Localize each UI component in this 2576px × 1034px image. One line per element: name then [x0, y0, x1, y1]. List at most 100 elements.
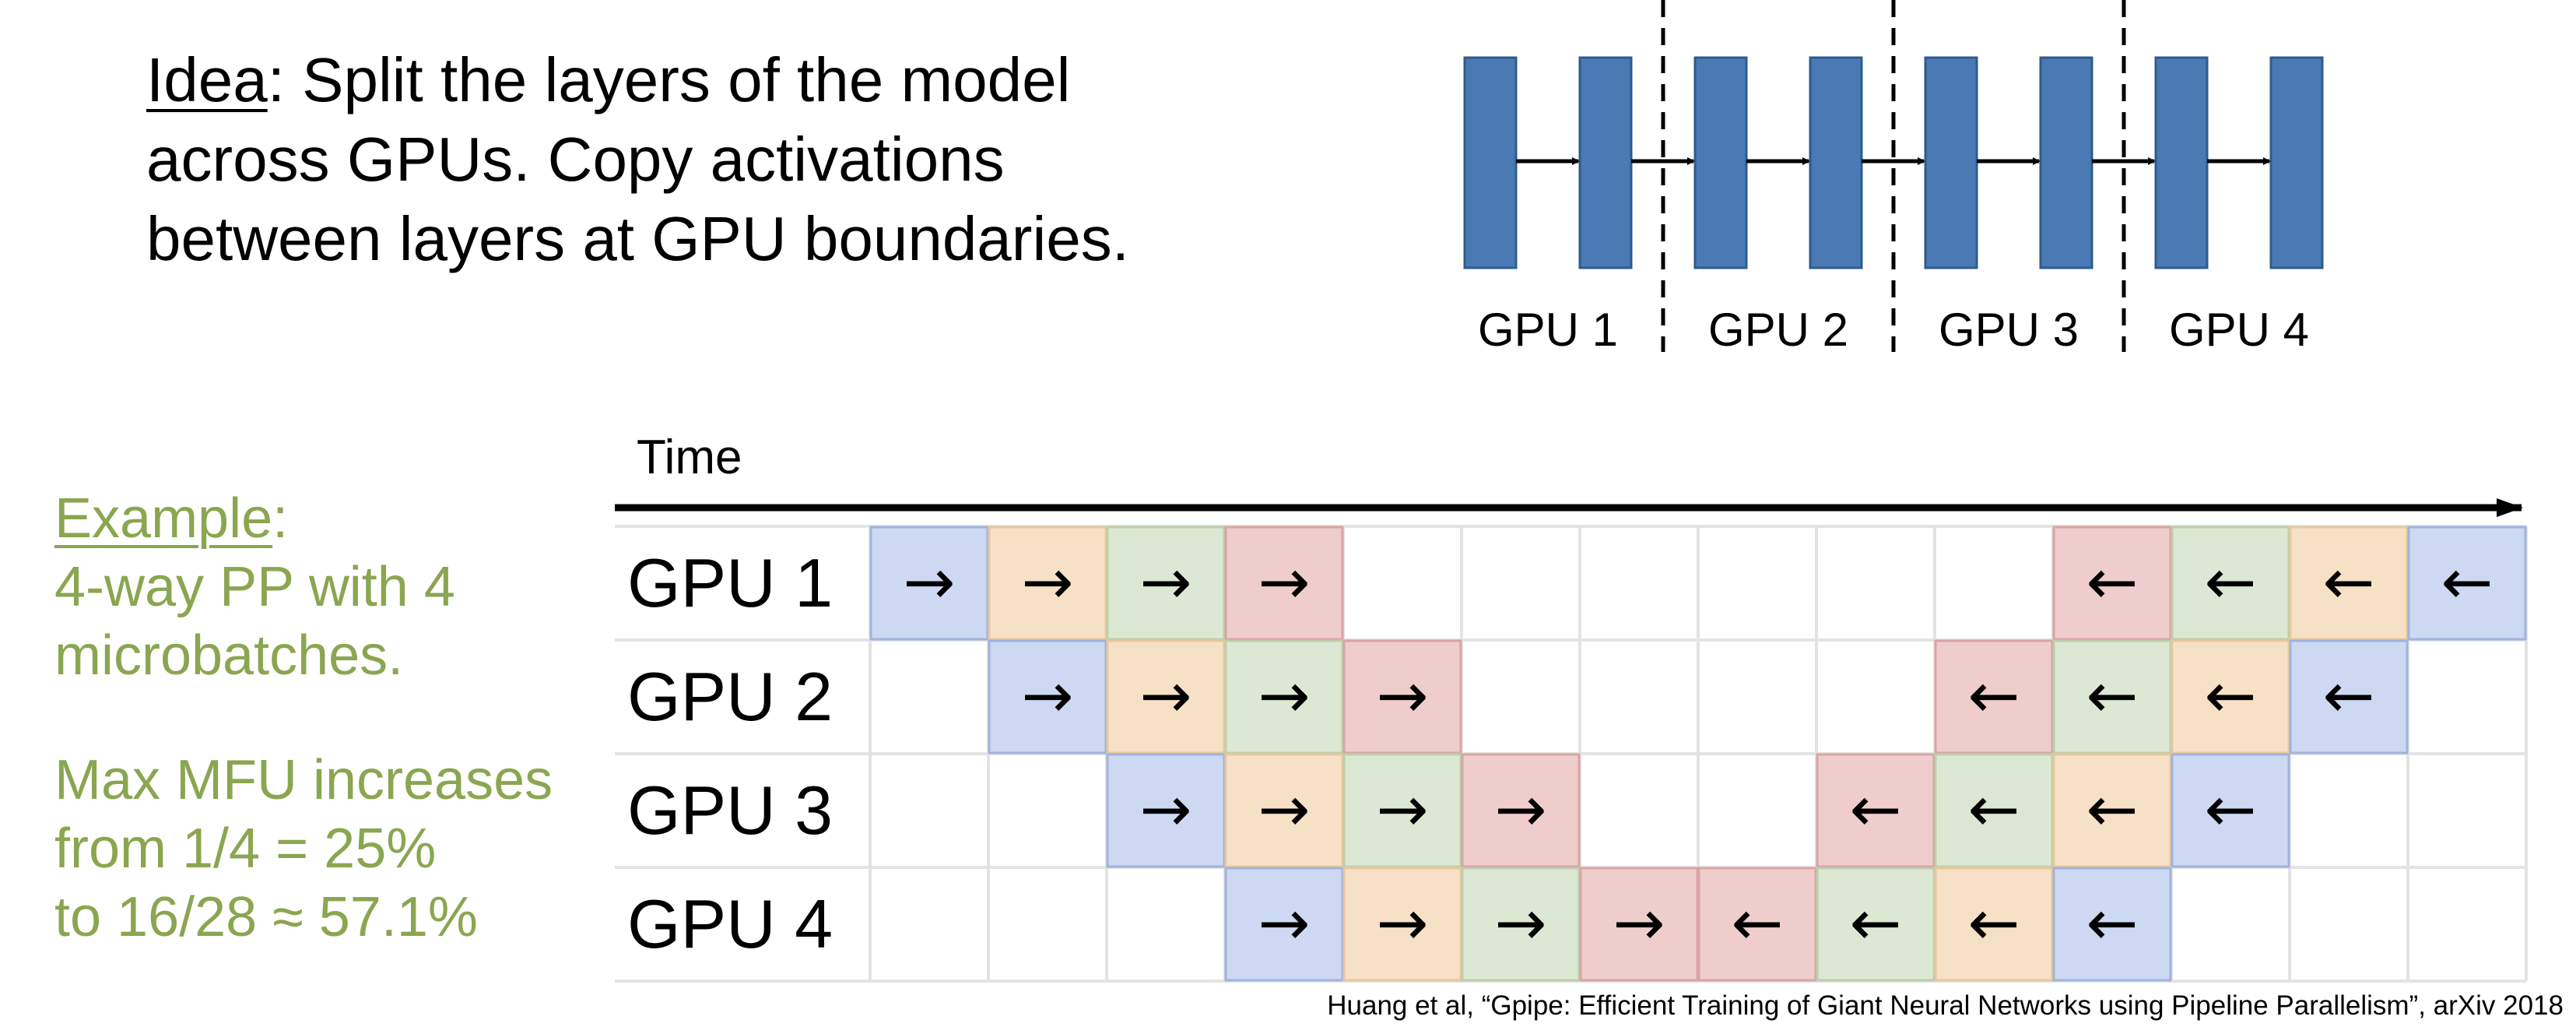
forward-cell-gpu3-mb1 [1106, 753, 1226, 868]
example-line-3: microbatches. [54, 624, 404, 687]
forward-arrow-glyph: → [1376, 773, 1428, 846]
forward-cell-gpu3-mb2 [1224, 753, 1344, 868]
forward-arrow-glyph: → [1139, 659, 1191, 732]
backward-arrow-glyph: ← [1967, 659, 2020, 732]
backward-cell-gpu2-mb3 [2052, 639, 2172, 754]
model-gpu-label-3: GPU 3 [1939, 304, 2079, 356]
schedule-row-label-3: GPU 3 [627, 772, 833, 849]
model-layer-3 [1693, 56, 1748, 269]
idea-text: Idea: Split the layers of the model acro… [146, 40, 1129, 279]
backward-arrow-glyph: ← [2086, 773, 2138, 846]
forward-arrow-glyph: → [1376, 659, 1428, 732]
model-layer-7 [2154, 56, 2209, 269]
idea-line-1-rest: : Split the layers of the model [267, 45, 1071, 114]
schedule-row-label-2: GPU 2 [627, 658, 833, 735]
example-line-5: from 1/4 = 25% [54, 818, 437, 880]
forward-arrow-glyph: → [1258, 773, 1310, 846]
backward-cell-gpu3-mb1 [2171, 753, 2290, 868]
backward-arrow-glyph: ← [2441, 546, 2493, 618]
model-layer-1 [1463, 56, 1518, 269]
backward-cell-gpu4-mb1 [2052, 867, 2172, 982]
forward-arrow-glyph: → [1139, 773, 1191, 846]
backward-arrow-glyph: ← [2086, 546, 2138, 618]
model-layer-5 [1924, 56, 1978, 269]
example-keyword-suffix: : [272, 487, 289, 550]
backward-cell-gpu4-mb4 [1697, 867, 1817, 982]
forward-cell-gpu4-mb4 [1579, 867, 1699, 982]
forward-arrow-glyph: → [1258, 546, 1310, 618]
forward-cell-gpu1-mb2 [988, 526, 1107, 641]
forward-cell-gpu3-mb4 [1461, 753, 1581, 868]
forward-arrow-glyph: → [1021, 546, 1073, 618]
model-layer-4 [1809, 56, 1863, 269]
time-label: Time [637, 431, 742, 484]
model-split-diagram: GPU 1 GPU 2 GPU 3 GPU 4 [1463, 0, 2324, 356]
model-gpu-label-2: GPU 2 [1708, 304, 1848, 356]
forward-arrow-glyph: → [903, 546, 955, 618]
forward-arrow-glyph: → [1021, 659, 1073, 732]
forward-cell-gpu4-mb3 [1461, 867, 1581, 982]
backward-arrow-glyph: ← [2322, 659, 2374, 732]
example-text: Example: 4-way PP with 4 microbatches. M… [54, 484, 553, 951]
example-line-2: 4-way PP with 4 [54, 556, 455, 618]
backward-arrow-glyph: ← [2322, 546, 2374, 618]
citation: Huang et al, “Gpipe: Efficient Training … [1327, 990, 2564, 1021]
backward-cell-gpu4-mb3 [1816, 867, 1936, 982]
backward-cell-gpu3-mb2 [2052, 753, 2172, 868]
idea-line-2: across GPUs. Copy activations [146, 125, 1005, 194]
forward-arrow-glyph: → [1376, 887, 1428, 959]
backward-cell-gpu2-mb4 [1934, 639, 2054, 754]
schedule-row-label-4: GPU 4 [627, 885, 833, 962]
forward-arrow-glyph: → [1258, 659, 1310, 732]
example-line-4: Max MFU increases [54, 749, 553, 811]
forward-cell-gpu4-mb1 [1224, 867, 1344, 982]
backward-cell-gpu3-mb3 [1934, 753, 2054, 868]
backward-cell-gpu4-mb2 [1934, 867, 2054, 982]
backward-cell-gpu1-mb3 [2171, 526, 2290, 641]
backward-arrow-glyph: ← [2204, 546, 2256, 618]
backward-cell-gpu3-mb4 [1816, 753, 1936, 868]
backward-arrow-glyph: ← [1967, 887, 2020, 959]
forward-cell-gpu2-mb4 [1342, 639, 1462, 754]
model-layer-6 [2039, 56, 2093, 269]
backward-cell-gpu2-mb1 [2289, 639, 2409, 754]
model-gpu-label-1: GPU 1 [1478, 304, 1618, 356]
backward-arrow-glyph: ← [1849, 773, 1901, 846]
forward-arrow-glyph: → [1258, 887, 1310, 959]
schedule-row-label-1: GPU 1 [627, 544, 833, 621]
backward-cell-gpu2-mb2 [2171, 639, 2290, 754]
backward-cell-gpu1-mb2 [2289, 526, 2409, 641]
example-gap [54, 690, 553, 746]
forward-cell-gpu1-mb3 [1106, 526, 1226, 641]
idea-keyword: Idea [146, 45, 268, 114]
schedule-grid: GPU 1 GPU 2 GPU 3 GPU 4 → → → → ← ← ← ← → → → → ← ← ← ← → → → →… [615, 525, 2528, 983]
model-layer-8 [2269, 56, 2324, 269]
backward-arrow-glyph: ← [2086, 887, 2138, 959]
forward-arrow-glyph: → [1494, 773, 1546, 846]
backward-arrow-glyph: ← [1731, 887, 1783, 959]
model-layer-2 [1578, 56, 1633, 269]
backward-arrow-glyph: ← [2204, 773, 2256, 846]
model-gpu-label-4: GPU 4 [2169, 304, 2309, 356]
forward-cell-gpu3-mb3 [1342, 753, 1462, 868]
forward-cell-gpu2-mb2 [1106, 639, 1226, 754]
forward-cell-gpu2-mb3 [1224, 639, 1344, 754]
forward-cell-gpu4-mb2 [1342, 867, 1462, 982]
backward-cell-gpu1-mb1 [2407, 526, 2527, 641]
forward-arrow-glyph: → [1139, 546, 1191, 618]
forward-cell-gpu2-mb1 [988, 639, 1107, 754]
forward-arrow-glyph: → [1613, 887, 1665, 959]
backward-arrow-glyph: ← [1967, 773, 2020, 846]
idea-line-1: Idea: Split the layers of the model [146, 40, 1129, 120]
idea-line-3: between layers at GPU boundaries. [146, 204, 1129, 273]
example-keyword: Example [54, 487, 273, 550]
backward-cell-gpu1-mb4 [2052, 526, 2172, 641]
forward-cell-gpu1-mb1 [869, 526, 989, 641]
example-line-1: Example: [54, 484, 553, 553]
forward-cell-gpu1-mb4 [1224, 526, 1344, 641]
backward-arrow-glyph: ← [2204, 659, 2256, 732]
backward-arrow-glyph: ← [2086, 659, 2138, 732]
backward-arrow-glyph: ← [1849, 887, 1901, 959]
example-line-6: to 16/28 ≈ 57.1% [54, 886, 478, 948]
